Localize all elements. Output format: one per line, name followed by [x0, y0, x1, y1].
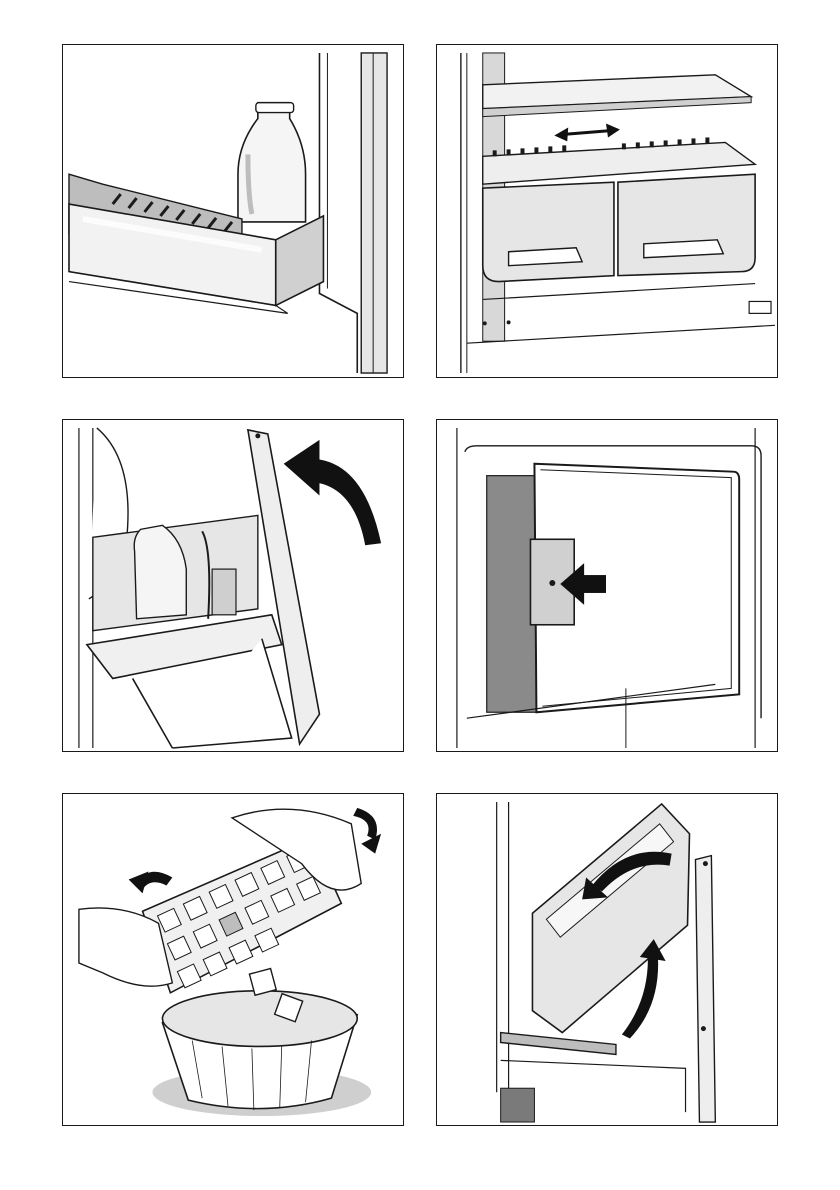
panel-door-shelf	[62, 44, 404, 378]
double-arrow-icon	[554, 124, 620, 142]
bottle-icon	[238, 103, 306, 222]
panel-ice-tray	[62, 793, 404, 1126]
compartment-door-illustration	[437, 420, 777, 751]
curved-arrow-icon	[353, 808, 381, 854]
ice-tray-illustration	[63, 794, 403, 1125]
curved-arrow-icon	[284, 440, 381, 545]
crisper-illustration	[437, 45, 777, 377]
panel-compartment-door	[436, 419, 778, 752]
freezer-drawer-illustration	[63, 420, 403, 751]
panel-freezer-drawer	[62, 419, 404, 752]
curved-arrow-icon	[129, 872, 173, 894]
panel-remove-drawer	[436, 793, 778, 1126]
panel-crisper-drawers	[436, 44, 778, 378]
door-shelf-illustration	[63, 45, 403, 377]
remove-drawer-illustration	[437, 794, 777, 1125]
